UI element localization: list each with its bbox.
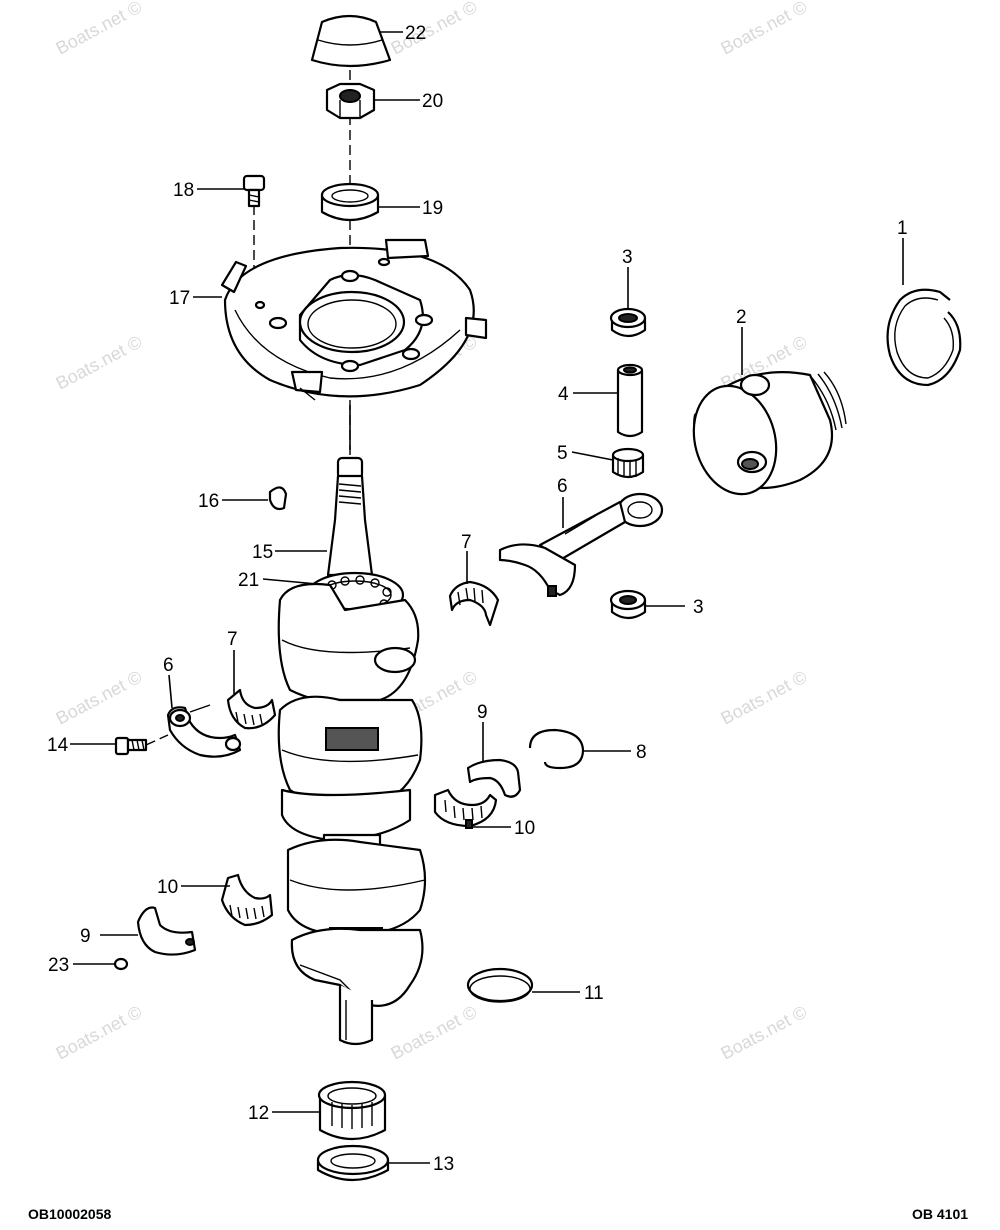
part-8-retaining-ring bbox=[528, 728, 585, 770]
watermark: Boats.net © bbox=[717, 1002, 810, 1064]
label-9-left: 9 bbox=[80, 926, 91, 947]
label-5: 5 bbox=[557, 443, 568, 464]
label-9-right: 9 bbox=[477, 702, 488, 723]
part-22-cap bbox=[310, 14, 392, 68]
part-15-crankshaft bbox=[277, 456, 427, 1046]
label-6-left: 6 bbox=[163, 655, 174, 676]
part-19-seal bbox=[320, 182, 380, 222]
label-17: 17 bbox=[169, 288, 190, 309]
part-9-bearing-half-left bbox=[136, 906, 197, 956]
part-23-dowel-pin bbox=[113, 957, 129, 971]
watermark: Boats.net © bbox=[52, 667, 145, 729]
label-12: 12 bbox=[248, 1103, 269, 1124]
label-18: 18 bbox=[173, 180, 194, 201]
part-16-key bbox=[268, 486, 288, 511]
part-4-piston-pin bbox=[616, 363, 644, 438]
part-12-roller-bearing bbox=[317, 1080, 387, 1140]
part-7-bearing-cage-left bbox=[226, 688, 277, 730]
label-14: 14 bbox=[47, 735, 69, 756]
callout-labels: 22 20 19 18 17 1 2 3 4 5 6 3 7 16 15 21 … bbox=[47, 23, 908, 1175]
label-3-upper: 3 bbox=[622, 247, 633, 268]
label-20: 20 bbox=[422, 91, 443, 112]
part-7-bearing-cage-right bbox=[448, 580, 500, 627]
label-1: 1 bbox=[897, 218, 908, 239]
label-6-upper: 6 bbox=[557, 476, 568, 497]
label-7-right: 7 bbox=[461, 532, 472, 553]
label-8: 8 bbox=[636, 742, 647, 763]
part-20-nut bbox=[325, 82, 376, 120]
label-23: 23 bbox=[48, 955, 69, 976]
label-2: 2 bbox=[736, 307, 747, 328]
label-3-lower: 3 bbox=[693, 597, 704, 618]
watermark: Boats.net © bbox=[52, 332, 145, 394]
label-19: 19 bbox=[422, 198, 443, 219]
label-4: 4 bbox=[558, 384, 569, 405]
part-3-bushing-upper bbox=[609, 307, 647, 338]
part-6-connecting-rod bbox=[498, 492, 664, 597]
label-10-left: 10 bbox=[157, 877, 178, 898]
part-5-needle-bearing bbox=[611, 447, 645, 479]
watermark: Boats.net © bbox=[52, 0, 145, 59]
part-18-bolt bbox=[242, 174, 266, 208]
label-10-right: 10 bbox=[514, 818, 535, 839]
part-11-seal-ring bbox=[466, 967, 534, 1003]
watermark: Boats.net © bbox=[387, 0, 480, 59]
watermark: Boats.net © bbox=[717, 667, 810, 729]
part-9-bearing-half-right bbox=[466, 758, 522, 798]
part-17-retainer-plate bbox=[220, 238, 488, 401]
watermark: Boats.net © bbox=[717, 0, 810, 59]
footer-left-code: OB10002058 bbox=[28, 1206, 112, 1222]
label-22: 22 bbox=[405, 23, 426, 44]
label-11: 11 bbox=[584, 983, 604, 1004]
part-14-cap-screw bbox=[114, 734, 169, 756]
watermark: Boats.net © bbox=[52, 1002, 145, 1064]
part-13-seal bbox=[316, 1144, 390, 1181]
part-10-bearing-cage-right bbox=[433, 788, 498, 829]
watermark: Boats.net © bbox=[387, 1002, 480, 1064]
label-7-left: 7 bbox=[227, 629, 238, 650]
part-1-piston-ring bbox=[886, 288, 962, 387]
label-13: 13 bbox=[433, 1154, 454, 1175]
leader-lines bbox=[70, 31, 904, 1164]
label-15: 15 bbox=[252, 542, 273, 563]
footer-right-code: OB 4101 bbox=[912, 1206, 968, 1222]
label-21: 21 bbox=[238, 570, 259, 591]
part-3-bushing-lower bbox=[609, 589, 647, 620]
part-10-bearing-cage-left bbox=[220, 873, 274, 927]
label-16: 16 bbox=[198, 491, 219, 512]
part-6-rod-cap bbox=[166, 704, 242, 758]
part-2-piston bbox=[692, 371, 847, 496]
